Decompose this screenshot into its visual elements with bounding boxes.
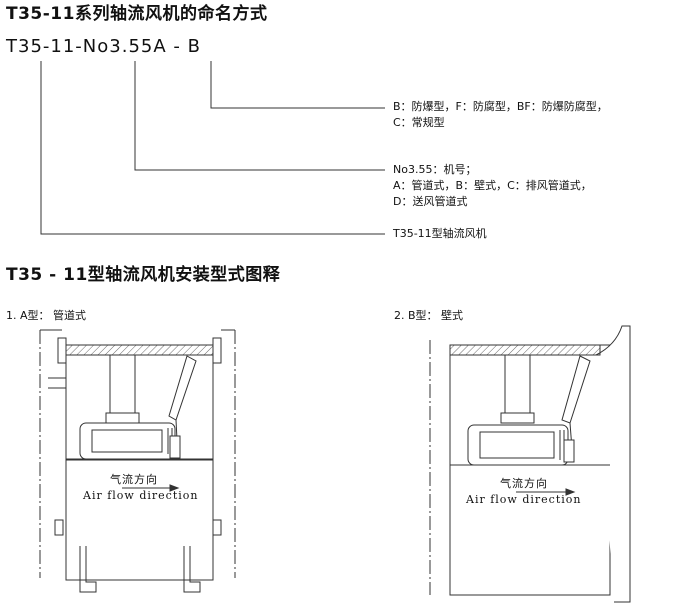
note-series: T35-11型轴流风机 <box>393 227 487 240</box>
leader-b <box>210 61 385 109</box>
shaft-b <box>504 354 531 416</box>
shaft-a <box>109 354 136 416</box>
model-code: T35-11-No3.55A - B <box>6 36 201 57</box>
leg-right-a <box>183 546 201 593</box>
leg-left-a <box>79 546 97 593</box>
flange-right-a <box>212 337 222 364</box>
airflow-en-a: Air flow direction <box>83 489 199 502</box>
caption-type-a: 1. A型： 管道式 <box>6 309 87 322</box>
airflow-cn-a: 气流方向 <box>110 473 158 486</box>
note-no-line3: D：送风管道式 <box>393 195 468 208</box>
note-b-line1: B：防爆型，F：防腐型，BF：防爆防腐型， <box>393 100 608 113</box>
inlet-flare-b <box>595 325 631 603</box>
install-title: T35 - 11型轴流风机安装型式图释 <box>6 265 281 285</box>
naming-title: T35-11系列轴流风机的命名方式 <box>6 4 268 24</box>
leader-no <box>134 61 385 171</box>
note-no-line2: A：管道式，B：壁式，C：排风管道式， <box>393 179 592 192</box>
airflow-cn-b: 气流方向 <box>500 477 548 490</box>
caption-type-b: 2. B型： 壁式 <box>394 309 464 322</box>
note-b-line2: C：常规型 <box>393 116 445 129</box>
leader-series <box>40 61 385 235</box>
airflow-en-b: Air flow direction <box>466 493 582 506</box>
note-no-line1: No3.55：机号； <box>393 163 477 176</box>
top-wall-b <box>449 344 601 356</box>
flange-left-a <box>57 337 67 364</box>
